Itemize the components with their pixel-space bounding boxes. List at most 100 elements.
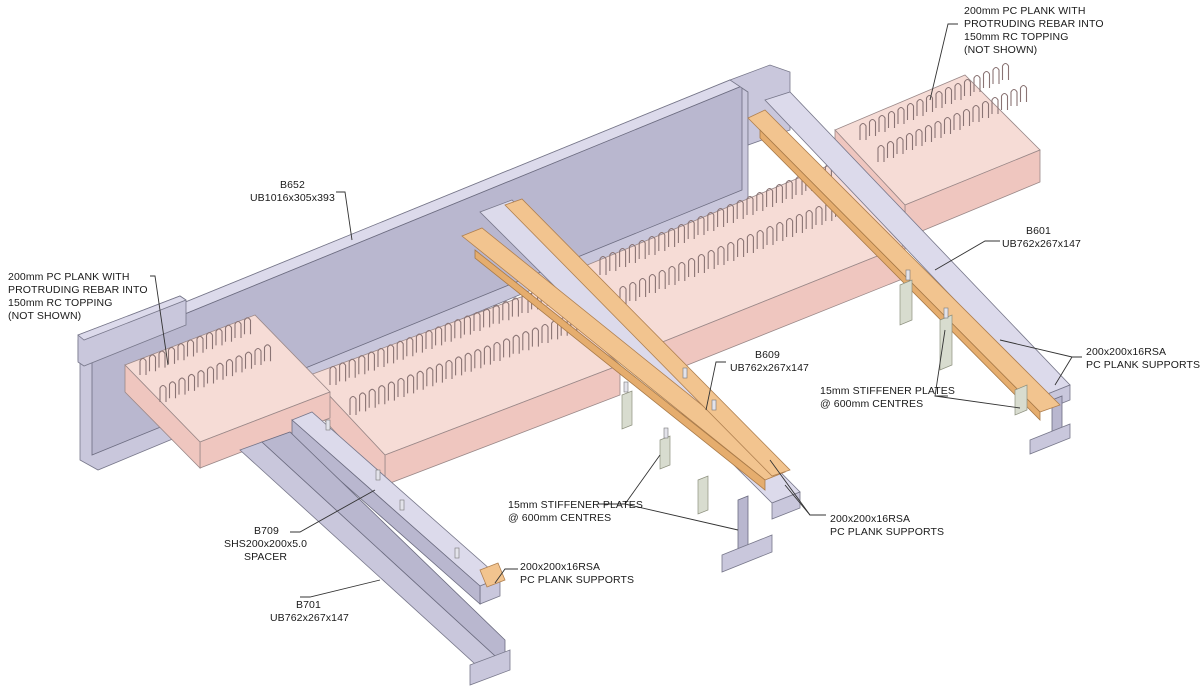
rebar-loop	[148, 354, 157, 372]
rebar-loop	[726, 203, 734, 223]
rebar-loop	[349, 395, 357, 415]
rebar-loop	[981, 100, 990, 118]
rebar-loop	[688, 257, 696, 277]
rebar-loop	[687, 219, 695, 239]
rebar-loop	[668, 227, 676, 247]
label-rsa-mid: 200x200x16RSA PC PLANK SUPPORTS	[830, 513, 944, 538]
beam-b701	[239, 431, 511, 686]
rebar-loop	[225, 359, 234, 377]
beam-spec: UB1016x305x393	[250, 192, 335, 204]
rebar-loop	[886, 140, 895, 158]
rebar-loop	[707, 211, 715, 231]
rebar-loop	[416, 370, 424, 390]
rebar-loop	[943, 116, 952, 134]
rebar-loop	[766, 225, 774, 245]
rebar-loop	[244, 351, 253, 369]
rebar-loop	[492, 304, 500, 324]
rebar-loop	[944, 86, 953, 104]
beam-b609	[461, 198, 801, 573]
rebar-loop	[435, 363, 443, 383]
rebar-loop	[896, 136, 904, 154]
rebar-loop	[972, 104, 980, 122]
rebar-loop	[377, 347, 385, 367]
label-line: (NOT SHOWN)	[964, 44, 1037, 56]
rebar-loop	[474, 349, 482, 369]
rebar-loop	[746, 233, 754, 253]
beam-spec: UB762x267x147	[730, 362, 809, 374]
rebar-loop	[425, 329, 433, 349]
rebar-loop	[953, 112, 961, 130]
rebar-loop	[139, 357, 147, 375]
label-stiffener-mid: 15mm STIFFENER PLATES @ 600mm CENTRES	[508, 499, 643, 524]
rebar-loop	[609, 251, 617, 271]
rebar-loop	[668, 265, 676, 285]
bolts	[325, 269, 949, 559]
rebar-loop	[905, 132, 914, 150]
rebar-loop	[629, 281, 637, 301]
beam-role: SPACER	[244, 551, 287, 563]
rebar-loop	[483, 308, 491, 328]
rebar-loop	[235, 355, 243, 373]
rebar-loop	[444, 322, 452, 342]
beam-id: B652	[280, 179, 305, 191]
beam-b601	[747, 91, 1071, 455]
rebar-loop	[648, 273, 656, 293]
label-rsa-left: 200x200x16RSA PC PLANK SUPPORTS	[520, 561, 634, 586]
rebar-loop	[158, 350, 166, 368]
rebar-loop	[775, 183, 783, 203]
rebar-loop	[178, 377, 186, 395]
rebar-loop	[1019, 84, 1028, 102]
rebar-loop	[215, 328, 223, 346]
rebar-loop	[776, 221, 784, 241]
rebar-loop	[678, 261, 686, 281]
rebar-loop	[522, 331, 530, 351]
rebar-loop	[1010, 88, 1018, 106]
beam-id: B701	[296, 599, 321, 611]
rebar-loop	[859, 122, 867, 140]
rebar-loop	[982, 70, 991, 88]
rebar-loop	[954, 82, 962, 100]
label-plank-left: 200mm PC PLANK WITH PROTRUDING REBAR INT…	[8, 271, 147, 322]
rebar-loop	[205, 332, 214, 350]
rebar-loop	[599, 255, 607, 275]
rebar-loop	[887, 110, 896, 128]
rebar-loop	[206, 366, 215, 384]
rebar-loop	[795, 213, 803, 233]
rebar-loop	[329, 365, 337, 385]
rebar-loop	[483, 345, 491, 365]
rebar-loop	[935, 90, 943, 108]
label-line: @ 600mm CENTRES	[820, 398, 923, 410]
rebar-loop	[512, 334, 520, 354]
rebar-loop	[168, 381, 177, 399]
rebar-loop	[925, 94, 934, 112]
label-b701: B701 UB762x267x147	[270, 599, 349, 624]
rebar-loop	[348, 358, 356, 378]
rebar-loop	[406, 337, 414, 357]
rebar-loop	[746, 195, 754, 215]
plank-front-left	[124, 314, 331, 469]
beam-spec: UB762x267x147	[1002, 238, 1081, 250]
label-line: PC PLANK SUPPORTS	[520, 574, 634, 586]
label-line: 200x200x16RSA	[1086, 346, 1166, 358]
label-line: (NOT SHOWN)	[8, 310, 81, 322]
rebar-loop	[464, 352, 472, 372]
rebar-loop	[756, 191, 764, 211]
rebar-loop	[677, 223, 685, 243]
rebar-loop	[878, 114, 886, 132]
rebar-loop	[216, 362, 224, 380]
rebar-loop	[1001, 62, 1010, 80]
rebar-loop	[658, 269, 666, 289]
rebar-loop	[541, 323, 549, 343]
leader-lines	[150, 23, 1082, 598]
rebar-loop	[511, 297, 519, 317]
rebar-loop	[387, 344, 395, 364]
rebar-loop	[628, 243, 636, 263]
rebar-loop	[963, 78, 972, 96]
rebar-loop	[445, 359, 453, 379]
rebar-loop	[407, 374, 415, 394]
rebar-loop	[224, 324, 233, 342]
rebar-loop	[167, 346, 176, 364]
rebar-loop	[196, 335, 204, 353]
rebar-loop	[697, 215, 705, 235]
